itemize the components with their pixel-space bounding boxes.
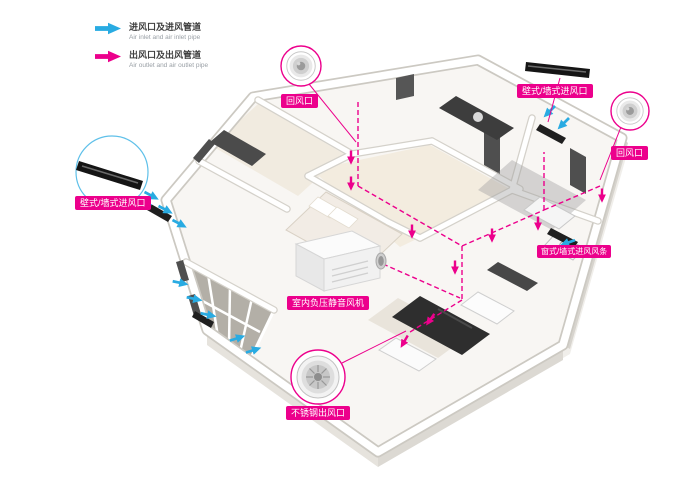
legend-item-outlet: 出风口及出风管道 Air outlet and air outlet pipe <box>94 48 208 69</box>
legend: 进风口及进风管道 Air inlet and air inlet pipe 出风… <box>94 20 208 76</box>
steel-outlet-callout <box>290 349 346 405</box>
label-wall-inlet-top-right: 壁式/墙式进风口 <box>517 84 593 98</box>
label-wall-inlet-left: 壁式/墙式进风口 <box>75 196 151 210</box>
legend-outlet-sublabel: Air outlet and air outlet pipe <box>129 62 209 69</box>
duct-network <box>357 102 601 333</box>
wall-vent-product-top-right <box>525 62 590 78</box>
label-indoor-fan: 室内负压静音风机 <box>287 296 370 310</box>
label-return-air-top: 回风口 <box>281 94 319 108</box>
return-vent-callout-right <box>610 91 650 131</box>
legend-inlet-sublabel: Air inlet and air inlet pipe <box>129 34 201 41</box>
label-window-inlet-right: 窗式/墙式进风风条 <box>537 245 612 258</box>
legend-item-inlet: 进风口及进风管道 Air inlet and air inlet pipe <box>94 20 208 41</box>
interior-walls <box>182 96 602 314</box>
label-steel-outlet: 不锈钢出风口 <box>286 406 351 420</box>
inlet-arrow-icon <box>95 22 121 35</box>
return-vent-callout-top <box>280 45 322 87</box>
outlet-arrow-icon <box>95 50 121 63</box>
fan-unit <box>294 230 387 292</box>
legend-outlet-label: 出风口及出风管道 <box>129 50 202 60</box>
legend-inlet-label: 进风口及进风管道 <box>129 22 202 32</box>
label-return-air-right: 回风口 <box>611 146 649 160</box>
